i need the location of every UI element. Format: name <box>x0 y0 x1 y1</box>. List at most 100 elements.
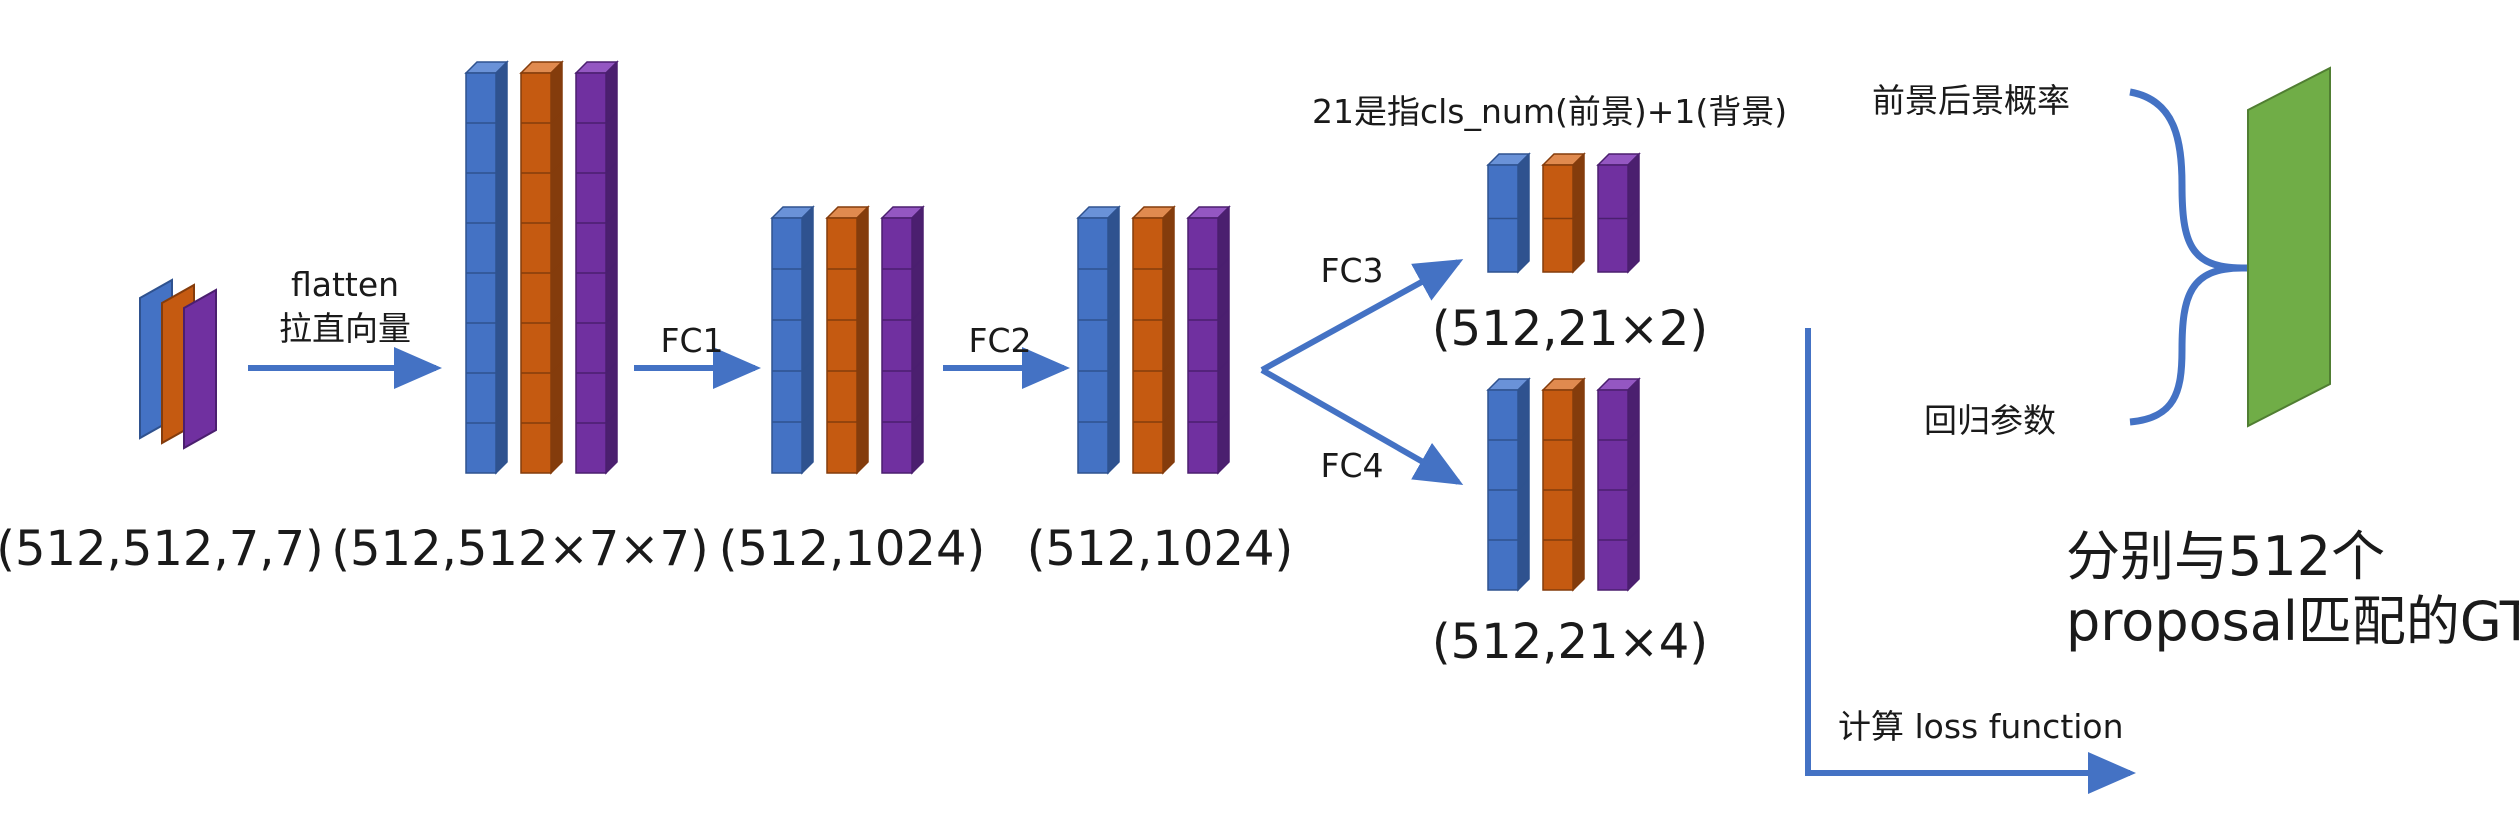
cell-divider-side <box>605 361 618 374</box>
cell-divider-side <box>1107 257 1120 270</box>
cell-divider-side <box>856 308 869 321</box>
fc1-stack-orange-column <box>825 205 870 475</box>
shape-reg-label: (512,21×4) <box>1432 614 1708 670</box>
cell-divider-side <box>1162 308 1175 321</box>
cls-stack-orange-column <box>1541 152 1586 274</box>
cell-divider-side <box>605 161 618 174</box>
reg-stack-orange-column <box>1541 377 1586 592</box>
cell-divider-side <box>1517 428 1530 441</box>
input-feature-map <box>139 278 217 450</box>
fc2-stack-blue-column <box>1076 205 1121 475</box>
shape-input-label: (512,512,7,7) <box>0 521 324 577</box>
cell-divider-side <box>1572 428 1585 441</box>
fc1-stack <box>770 205 925 475</box>
column-front-face <box>881 217 913 474</box>
fc1-label: FC1 <box>660 321 723 360</box>
fc1-stack-purple-column <box>880 205 925 475</box>
shape-cls-label: (512,21×2) <box>1432 301 1708 357</box>
cell-divider-side <box>1517 207 1530 219</box>
cell-divider-side <box>1572 528 1585 541</box>
cell-divider-side <box>550 361 563 374</box>
cell-divider-side <box>1217 359 1230 372</box>
cell-divider-side <box>801 359 814 372</box>
cell-divider-side <box>550 111 563 124</box>
cell-divider-side <box>550 411 563 424</box>
cell-divider-side <box>605 211 618 224</box>
fc2-stack <box>1076 205 1231 475</box>
reg-label: 回归参数 <box>1924 401 2056 440</box>
cell-divider-side <box>1107 410 1120 423</box>
column-side-face <box>1217 205 1230 475</box>
fc2-stack-purple-column <box>1186 205 1231 475</box>
column-front-face <box>1077 217 1109 474</box>
cell-divider-side <box>495 311 508 324</box>
gt-line1-label: 分别与512个 <box>2066 525 2385 588</box>
gt-plane <box>2247 66 2331 428</box>
fc3-arrow <box>1260 259 1464 373</box>
fc4-label: FC4 <box>1320 446 1383 485</box>
flattened-stack <box>464 60 619 475</box>
cell-divider-side <box>1627 478 1640 491</box>
reg-stack <box>1486 377 1641 592</box>
prob-label: 前景后景概率 <box>1872 81 2070 120</box>
cell-divider-side <box>1162 257 1175 270</box>
column-side-face <box>911 205 924 475</box>
cell-divider-side <box>550 211 563 224</box>
cell-divider-side <box>495 261 508 274</box>
cell-divider-side <box>1162 410 1175 423</box>
column-front-face <box>826 217 858 474</box>
cell-divider-side <box>495 111 508 124</box>
column-side-face <box>801 205 814 475</box>
cls-stack <box>1486 152 1641 274</box>
cell-divider-side <box>1572 478 1585 491</box>
shape-flat-label: (512,512×7×7) <box>331 521 708 577</box>
input-plane-purple <box>183 288 217 450</box>
column-front-face <box>1187 217 1219 474</box>
column-front-face <box>1132 217 1164 474</box>
merge-brace <box>2129 88 2243 426</box>
flattened-stack-blue-column <box>464 60 509 475</box>
fc1-stack-blue-column <box>770 205 815 475</box>
cls-stack-purple-column <box>1596 152 1641 274</box>
feature-stacks <box>464 60 1641 592</box>
cell-divider-side <box>550 161 563 174</box>
cell-divider-side <box>495 411 508 424</box>
cell-divider-side <box>605 311 618 324</box>
fc2-stack-orange-column <box>1131 205 1176 475</box>
cell-divider-side <box>1627 528 1640 541</box>
cell-divider-side <box>1517 478 1530 491</box>
cell-divider-side <box>911 410 924 423</box>
cell-divider-side <box>495 161 508 174</box>
shape-fc1-label: (512,1024) <box>719 521 985 577</box>
flattened-stack-orange-column <box>519 60 564 475</box>
cell-divider-side <box>495 211 508 224</box>
cell-divider-side <box>495 361 508 374</box>
cell-divider-side <box>550 261 563 274</box>
cell-divider-side <box>911 308 924 321</box>
cell-divider-side <box>605 261 618 274</box>
cell-divider-side <box>801 410 814 423</box>
fc2-label: FC2 <box>968 321 1031 360</box>
column-front-face <box>771 217 803 474</box>
loss-arrow <box>1805 328 2136 794</box>
cell-divider-side <box>1162 359 1175 372</box>
reg-stack-blue-column <box>1486 377 1531 592</box>
column-side-face <box>1162 205 1175 475</box>
cell-divider-side <box>1517 528 1530 541</box>
shape-fc2-label: (512,1024) <box>1027 521 1293 577</box>
cell-divider-side <box>801 257 814 270</box>
cell-divider-side <box>856 410 869 423</box>
cls-note-label: 21是指cls_num(前景)+1(背景) <box>1312 92 1787 131</box>
cell-divider-side <box>605 111 618 124</box>
cell-divider-side <box>550 311 563 324</box>
cell-divider-side <box>856 359 869 372</box>
cell-divider-side <box>911 257 924 270</box>
cell-divider-side <box>605 411 618 424</box>
reg-stack-purple-column <box>1596 377 1641 592</box>
flattened-stack-purple-column <box>574 60 619 475</box>
cell-divider-side <box>1217 308 1230 321</box>
fc4-arrow <box>1260 367 1464 485</box>
cell-divider-side <box>911 359 924 372</box>
cell-divider-side <box>1627 207 1640 219</box>
